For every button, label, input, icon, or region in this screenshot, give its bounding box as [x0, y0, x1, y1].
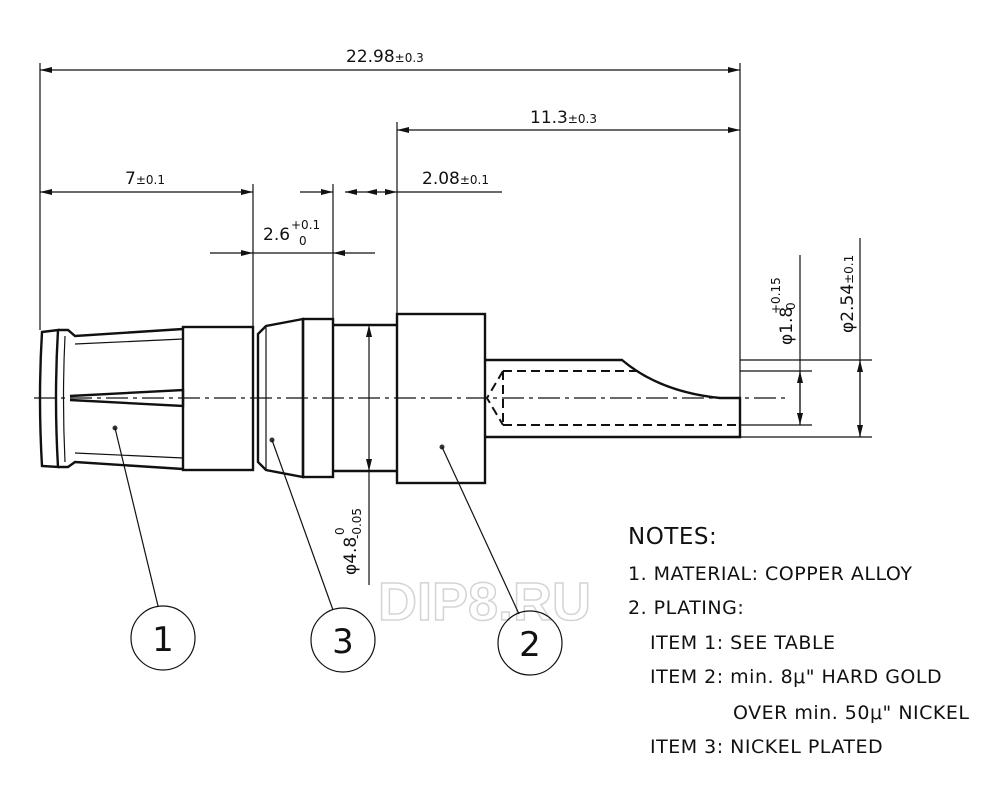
dim-pin-inner-dia: φ1.8 +0.15 0 — [769, 277, 798, 345]
svg-text:2: 2 — [519, 625, 541, 665]
svg-text:φ1.8: φ1.8 — [777, 307, 797, 345]
part-3-ring — [256, 317, 335, 479]
note-line: 2. PLATING: — [628, 597, 744, 619]
dim-body-dia: φ4.8 0 -0.05 — [333, 508, 364, 575]
balloon-item-3: 3 — [269, 437, 376, 673]
svg-text:1: 1 — [152, 620, 174, 660]
svg-text:2.6: 2.6 — [263, 225, 290, 245]
dim-ring-length: 2.6 +0.1 0 — [263, 218, 320, 248]
notes: NOTES: 1. MATERIAL: COPPER ALLOY 2. PLAT… — [628, 524, 969, 758]
svg-text:3: 3 — [332, 622, 354, 662]
note-line: ITEM 1: SEE TABLE — [650, 632, 836, 654]
note-line: OVER min. 50μ" NICKEL — [733, 702, 969, 724]
dim-overall-length: 22.98±0.3 — [346, 47, 424, 67]
part-1-socket — [38, 325, 255, 472]
svg-text:0: 0 — [784, 302, 798, 310]
svg-text:-0.05: -0.05 — [350, 508, 364, 539]
part-2-pin — [395, 312, 742, 485]
balloon-item-1: 1 — [112, 425, 196, 671]
dim-collar-length: 2.08±0.1 — [422, 169, 489, 189]
svg-text:0: 0 — [299, 234, 307, 248]
note-line: ITEM 3: NICKEL PLATED — [650, 736, 883, 758]
dim-pin-outer-dia: φ2.54±0.1 — [838, 255, 858, 333]
balloon-item-2: 2 — [439, 444, 563, 676]
svg-text:+0.1: +0.1 — [291, 218, 320, 232]
svg-text:φ4.8: φ4.8 — [341, 537, 361, 575]
svg-text:0: 0 — [333, 527, 347, 535]
note-line: ITEM 2: min. 8μ" HARD GOLD — [650, 666, 942, 688]
dim-socket-length: 7±0.1 — [125, 169, 165, 189]
dimension-lines — [40, 67, 863, 585]
notes-title: NOTES: — [628, 524, 717, 550]
neck — [333, 323, 397, 473]
watermark: DIP8.RU — [378, 572, 591, 632]
dim-pin-length: 11.3±0.3 — [530, 108, 597, 128]
svg-text:+0.15: +0.15 — [769, 277, 783, 314]
note-line: 1. MATERIAL: COPPER ALLOY — [628, 563, 912, 585]
extension-lines — [39, 63, 872, 438]
